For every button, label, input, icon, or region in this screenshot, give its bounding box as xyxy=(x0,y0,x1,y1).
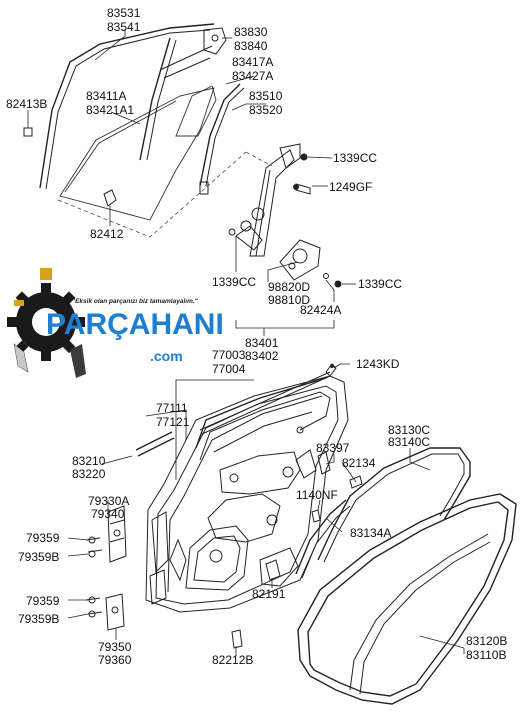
label-83401: 83401 xyxy=(245,336,279,350)
glass-dash-outline xyxy=(57,151,247,238)
label-83134a: 83134A xyxy=(350,526,391,540)
label-83402: 83402 xyxy=(245,349,279,363)
label-82134: 82134 xyxy=(342,456,376,470)
door-outer-skin xyxy=(145,375,349,613)
label-82191: 82191 xyxy=(252,587,286,601)
label-83220: 83220 xyxy=(72,467,106,481)
bolt-79359-upper xyxy=(88,536,96,544)
logo-name: PARÇAHANI xyxy=(46,308,224,341)
label-82424a: 82424A xyxy=(300,303,341,317)
bolt-82212b xyxy=(231,629,243,649)
label-79359-upper: 79359 xyxy=(26,531,60,545)
label-79359-lower: 79359 xyxy=(26,594,60,608)
rear-fixed-glass xyxy=(175,85,217,137)
label-82413b: 82413B xyxy=(6,97,47,111)
label-83417a: 83417A xyxy=(232,55,273,69)
regulator-motor xyxy=(279,239,321,281)
clip-82413b xyxy=(23,127,33,137)
window-regulator-assembly xyxy=(228,143,342,288)
label-83210: 83210 xyxy=(72,454,106,468)
door-panel-assembly xyxy=(135,363,349,613)
hinge-upper xyxy=(85,505,127,563)
label-77003: 77003 xyxy=(212,348,246,362)
bolt-79359b-lower xyxy=(88,610,96,618)
bolt-1339cc-right xyxy=(334,280,342,288)
label-98810d: 98810D xyxy=(268,293,310,307)
label-83840: 83840 xyxy=(234,39,268,53)
part-82191 xyxy=(265,559,281,581)
label-83520: 83520 xyxy=(249,103,283,117)
weatherstrip-77003 xyxy=(199,371,331,435)
door-glass xyxy=(59,87,215,221)
screw-1140nf xyxy=(311,509,321,523)
label-79359b-lower: 79359B xyxy=(18,612,59,626)
bolt-1339cc-left xyxy=(228,228,236,236)
label-83421a1: 83421A1 xyxy=(86,103,134,117)
label-83830: 83830 xyxy=(234,25,268,39)
label-77121: 77121 xyxy=(156,415,190,429)
label-83397: 83397 xyxy=(316,441,350,455)
logo-tagline: "Eksik olan parçanızı biz tamamlayalım." xyxy=(72,298,199,305)
label-83427a: 83427A xyxy=(232,69,273,83)
clip-82134 xyxy=(349,475,363,489)
label-82212b: 82212B xyxy=(212,653,253,667)
part-83397 xyxy=(317,451,331,475)
door-frame-channel xyxy=(39,23,215,189)
corner-bracket xyxy=(203,27,227,55)
label-82412: 82412 xyxy=(90,227,124,241)
bolt-1243kd xyxy=(325,363,337,377)
clip-82412 xyxy=(103,189,117,207)
label-83120b: 83120B xyxy=(466,634,507,648)
label-1243kd: 1243KD xyxy=(356,357,400,371)
weatherstrip-83134a xyxy=(295,499,347,575)
label-77111: 77111 xyxy=(156,401,188,415)
label-1339cc-left: 1339CC xyxy=(212,275,256,289)
label-83531: 83531 xyxy=(107,6,141,20)
regulator-rail xyxy=(249,149,295,257)
hinge-lower xyxy=(85,593,125,631)
label-79359b-upper: 79359B xyxy=(18,550,59,564)
bolt-1339cc-top xyxy=(300,153,308,161)
weatherstrip-83130c xyxy=(317,447,471,561)
part-labels: 83531 83541 83830 83840 83417A 83427A 83… xyxy=(6,6,507,667)
logo-domain: .com xyxy=(150,348,183,364)
door-weatherstrips xyxy=(295,447,517,705)
label-83411a: 83411A xyxy=(86,89,126,103)
label-1249gf: 1249GF xyxy=(329,180,372,194)
window-glass-assembly xyxy=(23,23,247,238)
label-1339cc-top: 1339CC xyxy=(333,151,377,165)
label-83541: 83541 xyxy=(107,20,141,34)
label-98820d: 98820D xyxy=(268,280,310,294)
label-1140nf: 1140NF xyxy=(296,488,338,502)
label-83510: 83510 xyxy=(249,89,283,103)
parcahani-logo: PARÇAHANI .com "Eksik olan parçanızı biz… xyxy=(7,268,224,378)
label-77004: 77004 xyxy=(212,362,246,376)
label-79340: 79340 xyxy=(91,507,125,521)
small-parts xyxy=(231,451,363,649)
label-79330a: 79330A xyxy=(88,494,129,508)
label-1339cc-right: 1339CC xyxy=(358,277,402,291)
label-83130c: 83130C xyxy=(388,423,430,437)
label-79360: 79360 xyxy=(98,653,132,667)
door-seal-83120b xyxy=(297,493,517,705)
label-83110b: 83110B xyxy=(466,648,506,662)
leader-lines xyxy=(27,29,465,656)
belt-moulding xyxy=(135,431,175,457)
label-79350: 79350 xyxy=(98,640,132,654)
bolt-79359-lower xyxy=(88,596,96,604)
label-83140c: 83140C xyxy=(388,435,430,449)
bolt-79359b-upper xyxy=(88,550,96,558)
